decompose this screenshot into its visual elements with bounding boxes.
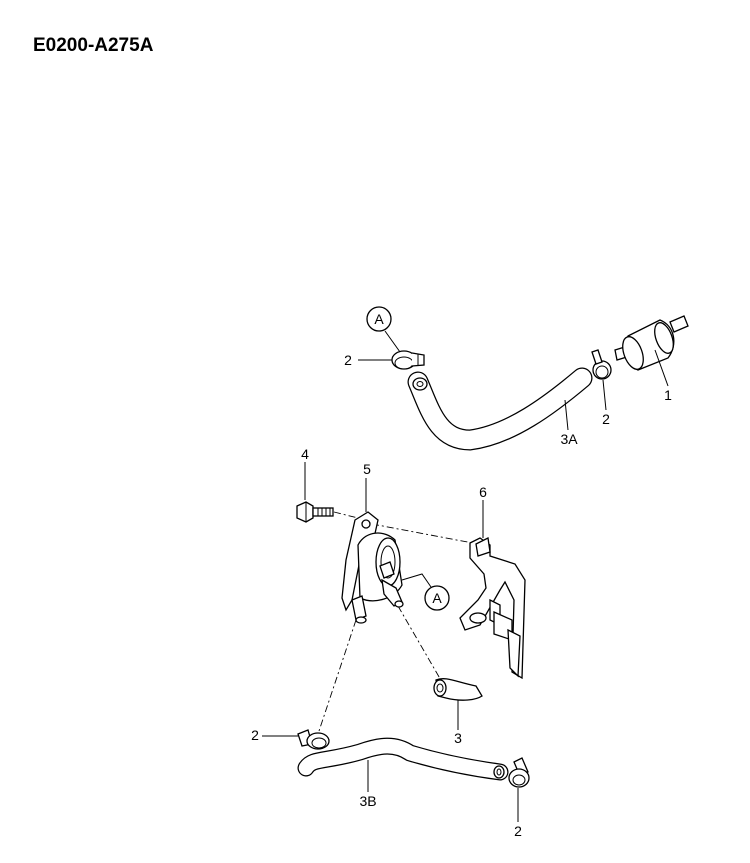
- hose-clamp-top-left: [391, 350, 425, 370]
- fuel-hose-3b: [297, 737, 509, 781]
- callout-3a: 3A: [560, 431, 578, 447]
- callout-5: 5: [363, 461, 371, 477]
- callout-3b: 3B: [359, 793, 376, 809]
- hose-clamp-bottom-right: [508, 757, 530, 788]
- bolt: [296, 501, 334, 523]
- reference-a-mid: A: [401, 573, 450, 611]
- callout-6: 6: [479, 484, 487, 500]
- callout-3: 3: [454, 730, 462, 746]
- callout-2-bottom-left: 2: [251, 727, 259, 743]
- callout-4: 4: [301, 446, 309, 462]
- fuel-hose-3: [433, 678, 483, 701]
- callout-1: 1: [664, 387, 672, 403]
- hose-clamp-bottom-left: [297, 729, 330, 750]
- fuel-pump: [341, 511, 404, 624]
- fuel-filter: [614, 315, 689, 371]
- hose-clamp-top-right: [591, 349, 612, 380]
- ref-a-mid-label: A: [432, 590, 442, 606]
- page-title: E0200-A275A: [33, 35, 154, 56]
- ref-a-top-label: A: [374, 311, 384, 327]
- callout-2-bottom-right: 2: [514, 823, 522, 839]
- fuel-hose-3a: [407, 367, 593, 451]
- mounting-bracket: [459, 537, 526, 680]
- callout-2-top-left: 2: [344, 352, 352, 368]
- callout-2-top-right: 2: [602, 411, 610, 427]
- reference-a-top: A: [366, 306, 401, 353]
